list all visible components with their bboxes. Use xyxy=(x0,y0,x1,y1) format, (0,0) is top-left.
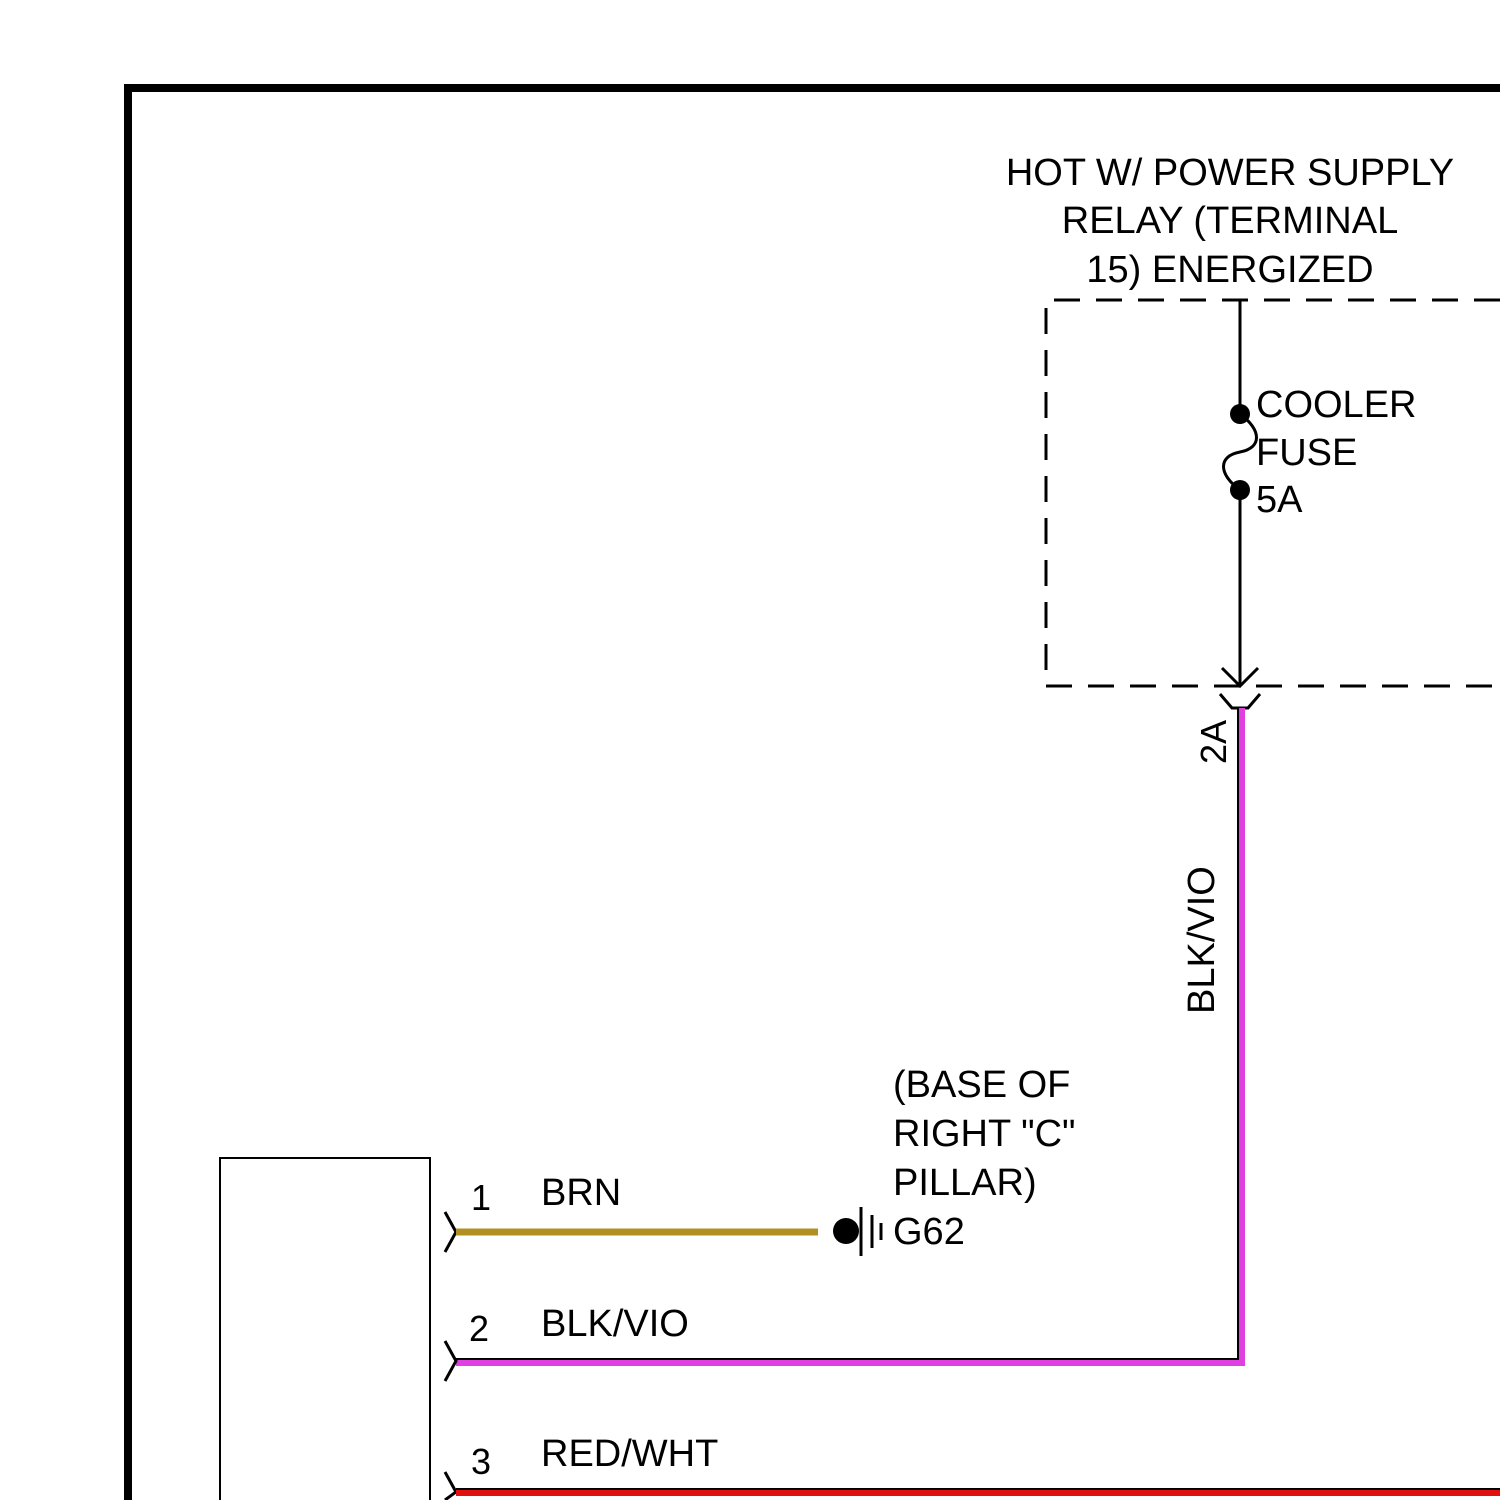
ground-location-line-2: RIGHT "C" xyxy=(893,1113,1076,1155)
connector-female-symbol xyxy=(1220,694,1260,708)
power-supply-label-line-3: 15) ENERGIZED xyxy=(1086,249,1373,291)
ground-location-line-1: (BASE OF xyxy=(893,1064,1070,1106)
power-supply-label-line-2: RELAY (TERMINAL xyxy=(1062,200,1398,242)
vertical-wire-blk-vio-color xyxy=(456,708,1242,1363)
vertical-wire-label: BLK/VIO xyxy=(1181,866,1223,1014)
diagram-frame xyxy=(128,88,1500,1500)
pin-3-connector xyxy=(445,1472,456,1500)
fuse-label-line-2: FUSE xyxy=(1256,432,1357,474)
fuse-label-line-1: COOLER xyxy=(1256,384,1416,426)
ground-location-line-3: PILLAR) xyxy=(893,1162,1037,1204)
power-supply-label-line-1: HOT W/ POWER SUPPLY xyxy=(1006,152,1454,194)
fuse-symbol xyxy=(1224,414,1257,490)
wire-2-color-code: BLK/VIO xyxy=(541,1303,689,1345)
pin-2-connector xyxy=(445,1341,456,1381)
component-box xyxy=(220,1158,430,1500)
wire-1-color-code: BRN xyxy=(541,1172,621,1214)
ground-junction-dot xyxy=(833,1218,859,1244)
vertical-wire-blk-vio-tracer xyxy=(456,708,1238,1359)
pin-2-number: 2 xyxy=(469,1308,489,1349)
fuse-label-line-3: 5A xyxy=(1256,479,1303,521)
connector-label: 2A xyxy=(1193,720,1234,764)
pin-3-number: 3 xyxy=(471,1441,491,1482)
pin-1-connector xyxy=(445,1212,456,1252)
wire-3-color-code: RED/WHT xyxy=(541,1433,718,1475)
ground-id: G62 xyxy=(893,1211,965,1253)
pin-1-number: 1 xyxy=(471,1177,491,1218)
